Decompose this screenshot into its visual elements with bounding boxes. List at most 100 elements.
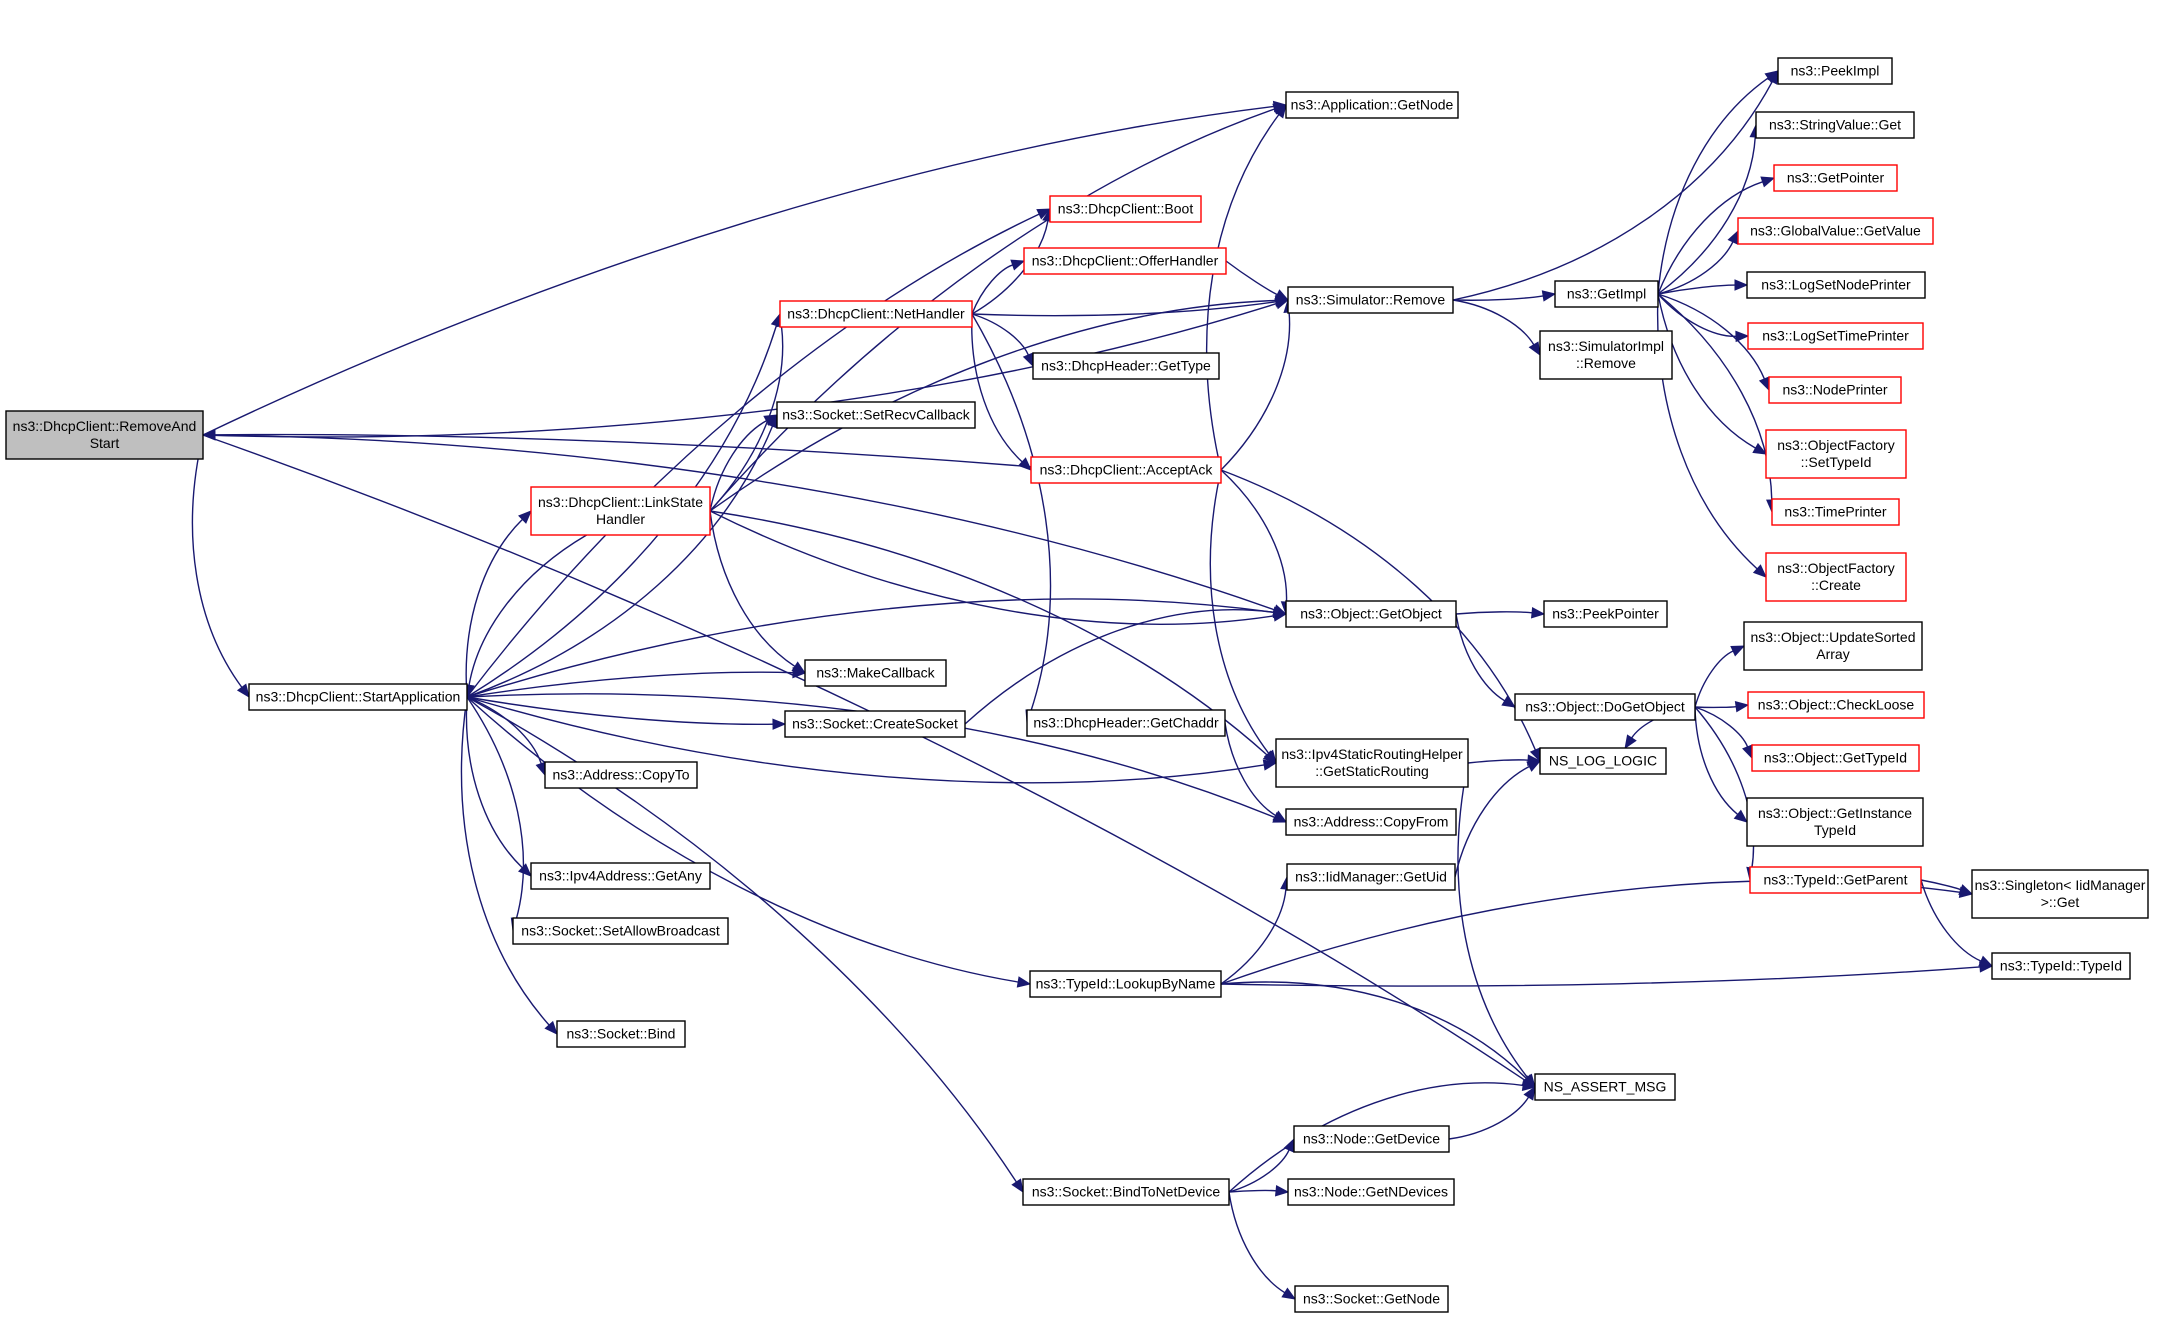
node-socket-bindtonetdevice[interactable]: ns3::Socket::BindToNetDevice [1022, 1178, 1230, 1206]
edge-line [1455, 613, 1506, 702]
node-object-dogetobject[interactable]: ns3::Object::DoGetObject [1514, 693, 1696, 721]
edge-line [465, 518, 523, 698]
call-edge-acceptack-to-removeandstart [201, 429, 1032, 468]
arrowhead-icon [1624, 734, 1637, 750]
arrowhead-icon [1272, 810, 1288, 823]
node-objectfactory-create[interactable]: ns3::ObjectFactory::Create [1765, 552, 1907, 602]
node-box [804, 659, 947, 687]
node-startapplication[interactable]: ns3::DhcpClient::StartApplication [248, 683, 468, 711]
node-label: ns3::Object::CheckLoose [1758, 697, 1915, 713]
node-stringvalue-get[interactable]: ns3::StringValue::Get [1755, 111, 1915, 139]
node-box [1991, 952, 2131, 980]
node-label: ns3::Address::CopyFrom [1294, 814, 1449, 830]
edge-line [468, 534, 587, 686]
node-ipv4staticroutinghelper[interactable]: ns3::Ipv4StaticRoutingHelper::GetStaticR… [1275, 738, 1469, 788]
arrowhead-icon [1501, 695, 1517, 708]
node-globalvalue-getvalue[interactable]: ns3::GlobalValue::GetValue [1737, 217, 1934, 245]
call-edge-typeid-lookupbyname-to-ns-assert-msg [1220, 981, 1536, 1088]
node-getpointer[interactable]: ns3::GetPointer [1773, 164, 1898, 192]
node-peekpointer[interactable]: ns3::PeekPointer [1543, 600, 1668, 628]
node-object-getobject[interactable]: ns3::Object::GetObject [1285, 600, 1457, 628]
node-node-getndevices[interactable]: ns3::Node::GetNDevices [1287, 1178, 1455, 1206]
node-object-checkloose[interactable]: ns3::Object::CheckLoose [1747, 691, 1925, 719]
node-dhcpheader-gettype[interactable]: ns3::DhcpHeader::GetType [1032, 352, 1220, 380]
node-box [1293, 1125, 1450, 1153]
call-edge-acceptack-to-ipv4staticroutinghelper [1209, 469, 1277, 765]
node-objectfactory-settypeid[interactable]: ns3::ObjectFactory::SetTypeId [1765, 429, 1907, 479]
node-typeid-typeid[interactable]: ns3::TypeId::TypeId [1991, 952, 2131, 980]
node-ns-log-logic[interactable]: NS_LOG_LOGIC [1539, 747, 1667, 775]
edge-line [1657, 293, 1766, 380]
call-edge-nethandler-to-acceptack [971, 313, 1032, 471]
node-socket-createsocket[interactable]: ns3::Socket::CreateSocket [784, 710, 966, 738]
call-edge-simulator-remove-to-getimpl [1452, 290, 1557, 302]
node-object-gettypeid[interactable]: ns3::Object::GetTypeId [1751, 744, 1920, 772]
node-peekimpl[interactable]: ns3::PeekImpl [1777, 57, 1893, 85]
edge-line [1657, 284, 1736, 295]
node-label: ns3::DhcpClient::StartApplication [256, 689, 461, 705]
arrowhead-icon [1281, 1287, 1297, 1300]
edge-line [1657, 293, 1737, 338]
node-logsetnodeprinter[interactable]: ns3::LogSetNodePrinter [1746, 271, 1926, 299]
call-edge-nethandler-to-offerhandler [971, 259, 1026, 315]
node-logsettimeprinter[interactable]: ns3::LogSetTimePrinter [1747, 322, 1924, 350]
arrowhead-icon [1522, 1073, 1536, 1089]
node-getimpl[interactable]: ns3::GetImpl [1554, 280, 1659, 308]
node-label: >::Get [2041, 894, 2080, 910]
node-ns-assert-msg[interactable]: NS_ASSERT_MSG [1534, 1073, 1676, 1101]
node-label: TypeId [1814, 822, 1856, 838]
node-box [1539, 330, 1673, 380]
arrowhead-icon [518, 510, 532, 524]
node-nethandler[interactable]: ns3::DhcpClient::NetHandler [779, 300, 973, 328]
node-address-copyfrom[interactable]: ns3::Address::CopyFrom [1285, 808, 1457, 836]
node-label: ns3::DhcpHeader::GetChaddr [1033, 715, 1219, 731]
node-typeid-lookupbyname[interactable]: ns3::TypeId::LookupByName [1029, 970, 1222, 998]
edge-line [1694, 706, 1739, 815]
node-acceptack[interactable]: ns3::DhcpClient::AcceptAck [1030, 456, 1222, 484]
edge-line [460, 696, 550, 1026]
node-socket-bind[interactable]: ns3::Socket::Bind [556, 1020, 686, 1048]
edge-line [971, 313, 1023, 463]
edge-line [971, 313, 1029, 356]
node-label: ns3::Socket::GetNode [1303, 1291, 1440, 1307]
node-box [1755, 111, 1915, 139]
node-socket-getnode[interactable]: ns3::Socket::GetNode [1294, 1285, 1449, 1313]
node-nodeprinter[interactable]: ns3::NodePrinter [1768, 376, 1902, 404]
node-dhcpheader-getchaddr[interactable]: ns3::DhcpHeader::GetChaddr [1026, 709, 1226, 737]
call-edge-nethandler-to-dhcpheader-gettype [971, 313, 1034, 368]
edge-line [1206, 114, 1280, 471]
call-edge-typeid-getparent-to-singleton-iidmanager-get [1920, 879, 1974, 895]
node-boot[interactable]: ns3::DhcpClient::Boot [1049, 195, 1202, 223]
node-timeprinter[interactable]: ns3::TimePrinter [1771, 498, 1900, 526]
node-label: ns3::Object::GetTypeId [1764, 750, 1907, 766]
node-makecallback[interactable]: ns3::MakeCallback [804, 659, 947, 687]
node-ipv4address-getany[interactable]: ns3::Ipv4Address::GetAny [530, 862, 711, 890]
call-edge-getimpl-to-peekimpl [1657, 70, 1780, 295]
call-edge-typeid-lookupbyname-to-iidmanager-getuid [1220, 875, 1292, 985]
edge-line [709, 510, 1275, 625]
node-simulator-remove[interactable]: ns3::Simulator::Remove [1287, 286, 1454, 314]
arrowhead-icon [1742, 744, 1753, 760]
node-box [1534, 1073, 1676, 1101]
edge-line [466, 598, 1275, 698]
node-typeid-getparent[interactable]: ns3::TypeId::GetParent [1749, 866, 1922, 894]
edge-line [1220, 880, 1961, 985]
node-box [1554, 280, 1659, 308]
node-socket-setrecvcallback[interactable]: ns3::Socket::SetRecvCallback [776, 401, 976, 429]
node-singleton-iidmanager-get[interactable]: ns3::Singleton< IidManager>::Get [1971, 869, 2149, 919]
node-socket-setallowbroadcast[interactable]: ns3::Socket::SetAllowBroadcast [512, 917, 729, 945]
node-iidmanager-getuid[interactable]: ns3::IidManager::GetUid [1286, 863, 1456, 891]
node-simulatorimpl-remove[interactable]: ns3::SimulatorImpl::Remove [1539, 330, 1673, 380]
call-edge-ipv4staticroutinghelper-to-ns-assert-msg [1457, 762, 1536, 1089]
node-node-getdevice[interactable]: ns3::Node::GetDevice [1293, 1125, 1450, 1153]
call-edge-startapplication-to-typeid-lookupbyname [466, 696, 1032, 988]
node-label: ns3::DhcpClient::AcceptAck [1040, 462, 1214, 478]
node-application-getnode[interactable]: ns3::Application::GetNode [1285, 91, 1459, 119]
node-address-copyto[interactable]: ns3::Address::CopyTo [544, 761, 698, 789]
edge-line [709, 510, 1268, 756]
node-offerhandler[interactable]: ns3::DhcpClient::OfferHandler [1023, 247, 1227, 275]
